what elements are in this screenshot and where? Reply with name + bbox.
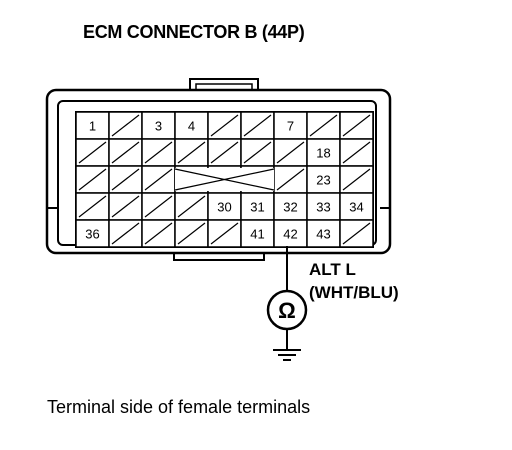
alt-l-wire-label: ALT L (WHT/BLU) [309, 258, 399, 304]
alt-l-label: ALT L [309, 260, 356, 279]
terminal-empty [207, 219, 242, 248]
terminal-empty [306, 111, 341, 140]
terminal-1: 1 [75, 111, 110, 140]
terminal-number: 41 [250, 227, 264, 242]
terminal-empty [207, 138, 242, 167]
terminal-number: 33 [316, 200, 330, 215]
terminal-4: 4 [174, 111, 209, 140]
terminal-number: 18 [316, 146, 330, 161]
terminal-empty [207, 111, 242, 140]
terminal-empty [339, 219, 374, 248]
terminal-empty [273, 165, 308, 194]
terminal-empty [240, 111, 275, 140]
terminal-43: 43 [306, 219, 341, 248]
terminal-empty [141, 165, 176, 194]
terminal-empty [174, 219, 209, 248]
terminal-number: 1 [89, 119, 96, 134]
terminal-number: 34 [349, 200, 363, 215]
terminal-empty [75, 165, 110, 194]
terminal-32: 32 [273, 192, 308, 221]
wire-color-label: (WHT/BLU) [309, 283, 399, 302]
terminal-41: 41 [240, 219, 275, 248]
terminal-34: 34 [339, 192, 374, 221]
terminal-number: 4 [188, 119, 195, 134]
terminal-number: 23 [316, 173, 330, 188]
terminal-number: 36 [85, 227, 99, 242]
ohm-symbol: Ω [278, 298, 296, 323]
terminal-7: 7 [273, 111, 308, 140]
terminal-number: 42 [283, 227, 297, 242]
terminal-empty [141, 192, 176, 221]
terminal-number: 43 [316, 227, 330, 242]
terminal-empty [141, 219, 176, 248]
terminal-empty [273, 138, 308, 167]
terminal-36: 36 [75, 219, 110, 248]
terminal-empty [339, 111, 374, 140]
terminal-number: 31 [250, 200, 264, 215]
terminal-number: 7 [287, 119, 294, 134]
terminal-30: 30 [207, 192, 242, 221]
terminal-empty [108, 192, 143, 221]
terminal-empty [108, 138, 143, 167]
blocked-cavity [174, 168, 275, 191]
connector-title: ECM CONNECTOR B (44P) [83, 22, 305, 42]
terminal-23: 23 [306, 165, 341, 194]
terminal-18: 18 [306, 138, 341, 167]
terminal-33: 33 [306, 192, 341, 221]
terminal-31: 31 [240, 192, 275, 221]
terminal-number: 32 [283, 200, 297, 215]
terminal-empty [174, 192, 209, 221]
terminal-empty [108, 165, 143, 194]
terminal-empty [174, 138, 209, 167]
terminal-empty [339, 138, 374, 167]
terminal-empty [108, 111, 143, 140]
terminal-42: 42 [273, 219, 308, 248]
caption: Terminal side of female terminals [47, 397, 311, 417]
terminal-empty [75, 192, 110, 221]
terminal-empty [240, 138, 275, 167]
terminal-3: 3 [141, 111, 176, 140]
terminal-number: 30 [217, 200, 231, 215]
terminal-empty [75, 138, 110, 167]
probe-circuit [266, 246, 308, 361]
terminal-empty [141, 138, 176, 167]
terminal-empty [339, 165, 374, 194]
terminal-empty [108, 219, 143, 248]
terminal-number: 3 [155, 119, 162, 134]
